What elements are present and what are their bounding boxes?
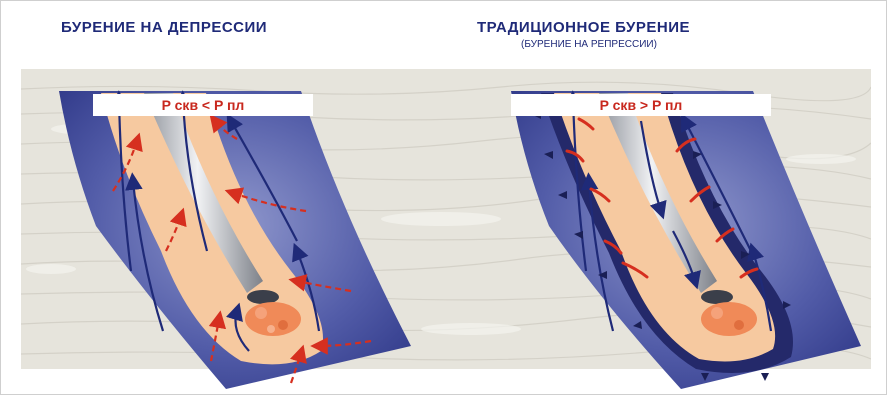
right-rock-cuttings — [701, 302, 757, 336]
right-pressure-label: P скв > P пл — [511, 94, 771, 116]
right-drill-bit — [701, 290, 733, 304]
